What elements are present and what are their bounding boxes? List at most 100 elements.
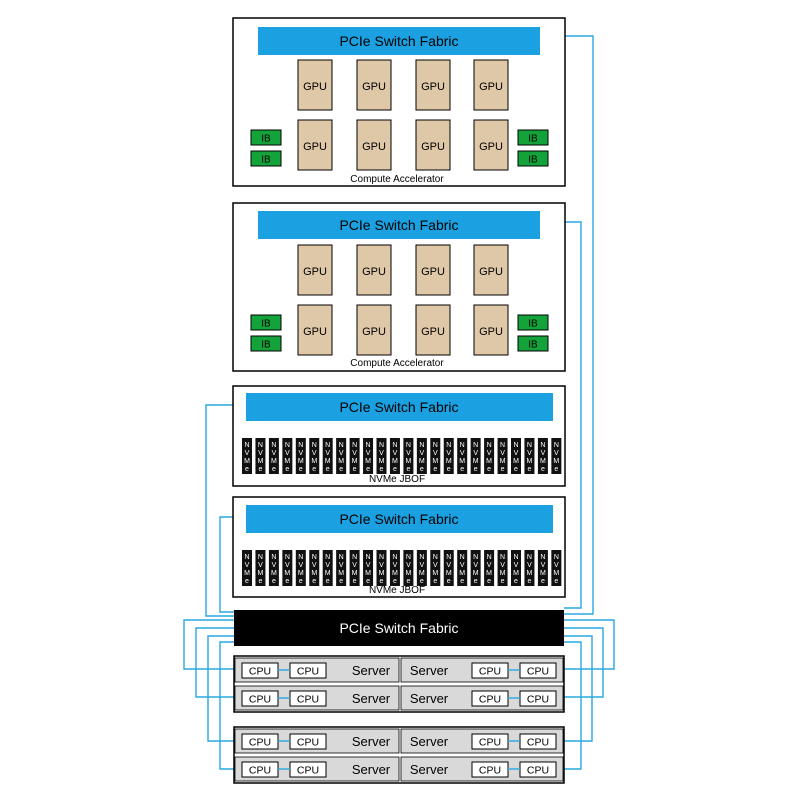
nvme-drive-letter: N: [527, 442, 532, 449]
gpu-card: [473, 119, 509, 171]
nvme-drive-letter: M: [432, 570, 438, 577]
nvme-drive-letter: N: [339, 442, 344, 449]
nvme-drive-letter: M: [446, 458, 452, 465]
nvme-drive-letter: e: [433, 578, 437, 585]
link-line: [195, 627, 242, 698]
cpu-label: CPU: [527, 694, 549, 706]
nvme-drive-letter: V: [527, 562, 532, 569]
nvme-drive-letter: V: [339, 450, 344, 457]
link-line: [556, 619, 615, 670]
nvme-drive-letter: N: [460, 442, 465, 449]
ib-label: IB: [261, 340, 271, 351]
nvme-drive-letter: e: [460, 466, 464, 473]
link-line: [205, 404, 246, 617]
nvme-drive-letter: V: [514, 562, 519, 569]
gpu-label: GPU: [303, 141, 327, 153]
nvme-drive-letter: V: [393, 450, 398, 457]
nvme-drive-letter: V: [406, 562, 411, 569]
nvme-drive-letter: V: [541, 450, 546, 457]
nvme-drive-letter: e: [299, 578, 303, 585]
ib-label: IB: [261, 155, 271, 166]
nvme-drive-letter: e: [353, 578, 357, 585]
nvme-drive-letter: N: [379, 554, 384, 561]
gpu-label: GPU: [421, 81, 445, 93]
nvme-drive-letter: M: [284, 570, 290, 577]
nvme-drive-letter: V: [352, 450, 357, 457]
nvme-drive: [282, 438, 293, 474]
gpu-label: GPU: [421, 326, 445, 338]
nvme-drive-letter: M: [473, 570, 479, 577]
nvme-drive-letter: V: [460, 450, 465, 457]
nvme-drive-letter: N: [460, 554, 465, 561]
cpu-label: CPU: [479, 765, 501, 777]
compute-accelerator-1: PCIe Switch Fabric Compute Accelerator G…: [232, 17, 566, 187]
nvme-drive-letter: M: [311, 570, 317, 577]
nvme-drive-letter: M: [338, 570, 344, 577]
nvme-drive: [551, 550, 562, 586]
nvme-drive-letter: M: [432, 458, 438, 465]
nvme-drive-letter: M: [473, 458, 479, 465]
nvme-drive-letter: M: [258, 458, 264, 465]
nvme-drive-group: NVMeNVMeNVMeNVMeNVMeNVMeNVMeNVMeNVMeNVMe…: [242, 550, 562, 586]
nvme-drive: [242, 438, 252, 474]
nvme-drive-letter: N: [446, 442, 451, 449]
nvme-drive-letter: N: [366, 442, 371, 449]
gpu-card: [297, 59, 333, 111]
nvme-drive-letter: V: [379, 450, 384, 457]
pcie-switch-fabric-label: PCIe Switch Fabric: [339, 33, 458, 49]
nvme-drive-letter: e: [312, 466, 316, 473]
nvme-drive-letter: V: [272, 562, 277, 569]
nvme-drive-letter: e: [474, 578, 478, 585]
nvme-drive-letter: e: [501, 578, 505, 585]
nvme-drive: [484, 550, 495, 586]
nvme-drive-letter: V: [500, 562, 505, 569]
nvme-drive-letter: e: [380, 466, 384, 473]
link-line: [219, 641, 242, 770]
pcie-switch-fabric-bar: [246, 505, 553, 533]
server-label: Server: [352, 691, 391, 706]
nvme-drive-letter: M: [244, 458, 250, 465]
compute-accelerator-caption: Compute Accelerator: [350, 358, 444, 369]
nvme-drive-letter: V: [554, 450, 559, 457]
nvme-drive-letter: e: [366, 466, 370, 473]
host-pcie-switch-fabric: PCIe Switch Fabric: [234, 610, 564, 646]
nvme-drive: [349, 438, 360, 474]
server-label: Server: [352, 734, 391, 749]
ib-label: IB: [528, 134, 538, 145]
nvme-drive-letter: N: [513, 442, 518, 449]
gpu-card: [297, 244, 333, 296]
nvme-drive-letter: N: [500, 554, 505, 561]
gpu-card: [356, 244, 392, 296]
cpu-label: CPU: [297, 737, 319, 749]
ib-module: [250, 150, 282, 167]
gpu-card: [297, 119, 333, 171]
nvme-drive-letter: V: [258, 562, 263, 569]
nvme-drive-letter: N: [352, 554, 357, 561]
nvme-drive-letter: V: [446, 562, 451, 569]
nvme-drive-letter: M: [325, 458, 331, 465]
nvme-drive-letter: V: [258, 450, 263, 457]
nvme-drive: [322, 438, 333, 474]
gpu-label: GPU: [421, 141, 445, 153]
cpu-label: CPU: [297, 666, 319, 678]
nvme-drive-letter: e: [501, 466, 505, 473]
nvme-drive: [376, 550, 387, 586]
nvme-drive-letter: M: [392, 570, 398, 577]
ib-label: IB: [261, 319, 271, 330]
nvme-drive-letter: e: [393, 578, 397, 585]
gpu-label: GPU: [362, 141, 386, 153]
server-label: Server: [410, 663, 449, 678]
nvme-drive-letter: M: [379, 570, 385, 577]
gpu-label: GPU: [303, 81, 327, 93]
host-pcie-switch-fabric-bar: [234, 610, 564, 646]
nvme-drive: [470, 550, 481, 586]
nvme-drive: [242, 550, 252, 586]
nvme-drive-letter: M: [311, 458, 317, 465]
pcie-switch-fabric-label: PCIe Switch Fabric: [339, 217, 458, 233]
nvme-drive-letter: N: [513, 554, 518, 561]
nvme-drive-letter: e: [460, 578, 464, 585]
nvme-drive-letter: M: [298, 458, 304, 465]
cpu-label: CPU: [297, 765, 319, 777]
nvme-drive: [443, 550, 454, 586]
